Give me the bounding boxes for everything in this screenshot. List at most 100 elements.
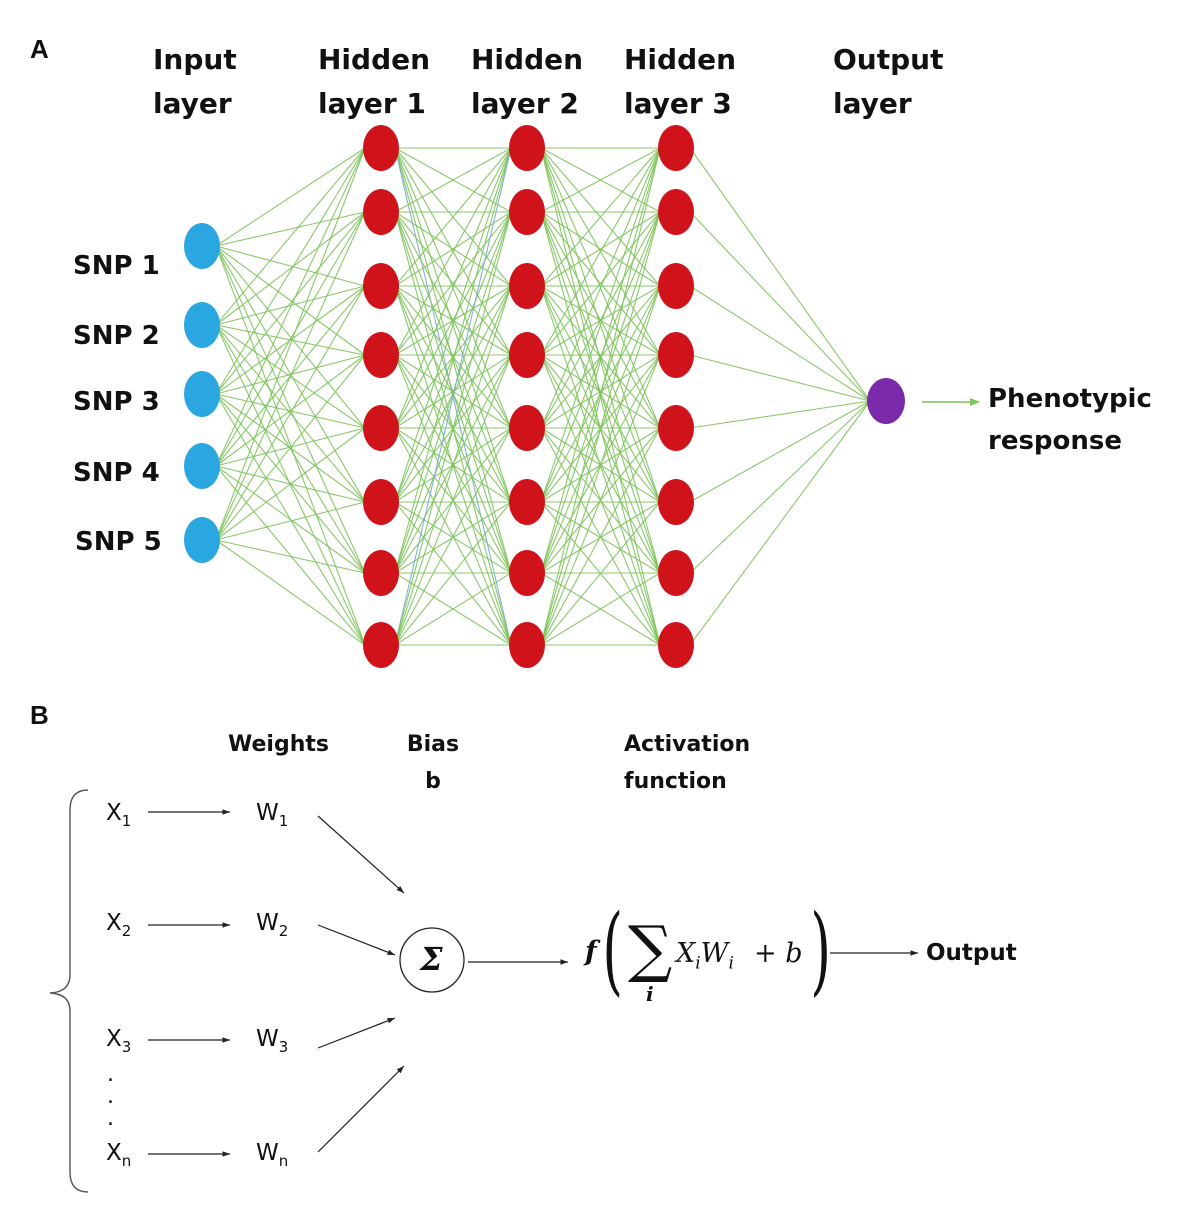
edge-0-0-6 xyxy=(215,245,366,574)
edge-1-6-0 xyxy=(394,147,512,574)
input-x2: X2 xyxy=(106,910,131,940)
edge-0-2-3 xyxy=(215,354,366,395)
edge-0-3-3 xyxy=(215,354,366,467)
x-to-w-arrow-4-head xyxy=(222,1151,230,1157)
output-arrow-head xyxy=(970,398,980,406)
weight-w1-sub: 1 xyxy=(278,812,289,830)
node-layer2-5 xyxy=(509,405,545,451)
edge-0-1-0 xyxy=(215,147,366,326)
bias-heading-line2: b xyxy=(425,769,441,794)
edge-0-4-6 xyxy=(215,539,366,574)
sum-to-activation-arrow-head xyxy=(560,959,568,965)
formula-term-w-sub: i xyxy=(728,953,734,974)
formula-open-paren: ( xyxy=(602,894,624,1006)
formula-term-x-sub: i xyxy=(695,953,701,974)
formula-big-sigma: ∑ xyxy=(628,912,673,985)
node-layer1-3 xyxy=(363,263,399,309)
weight-w2-sub: 2 xyxy=(278,922,289,940)
ellipsis-dot-2: . xyxy=(107,1084,114,1109)
weight-wn: Wn xyxy=(256,1140,288,1170)
panel-b-arrows xyxy=(49,789,918,1193)
edge-2-5-1 xyxy=(540,211,661,503)
snp-label-5: SNP 5 xyxy=(75,527,162,557)
edge-3-5-0 xyxy=(689,400,871,503)
input-layer-title-line2: layer xyxy=(153,87,232,120)
edge-3-7-0 xyxy=(689,400,871,646)
ellipsis-dot-1: . xyxy=(107,1062,114,1087)
formula-term-x: X xyxy=(676,938,696,969)
edge-0-0-1 xyxy=(215,211,366,247)
output-label: Output xyxy=(926,940,1017,966)
node-layer3-1 xyxy=(658,125,694,171)
weights-heading: Weights xyxy=(228,732,329,757)
weight-w3-sub: 3 xyxy=(278,1038,289,1056)
summation-symbol: Σ xyxy=(420,940,443,978)
edge-1-4-0 xyxy=(394,147,512,429)
edge-0-3-0 xyxy=(215,147,366,467)
edge-1-3-0 xyxy=(394,147,512,356)
node-layer3-3 xyxy=(658,263,694,309)
weight-w2-base: W xyxy=(256,910,279,936)
activation-to-output-arrow-head xyxy=(910,950,918,956)
node-layer4-1 xyxy=(867,378,905,424)
snp-label-2: SNP 2 xyxy=(73,321,160,351)
edge-3-6-0 xyxy=(689,400,871,574)
edge-2-2-1 xyxy=(540,211,661,287)
x-to-w-arrow-3-head xyxy=(222,1037,230,1043)
bias-heading-line1: Bias xyxy=(406,732,460,757)
hidden-layer-2-title-line1: Hidden xyxy=(471,43,584,76)
input-brace xyxy=(49,789,89,1193)
edge-0-1-7 xyxy=(215,324,366,646)
edge-0-2-0 xyxy=(215,147,366,395)
snp-label-4: SNP 4 xyxy=(73,458,160,488)
input-xn-sub: n xyxy=(121,1152,132,1170)
node-layer3-8 xyxy=(658,622,694,668)
edge-3-1-0 xyxy=(689,211,871,402)
weight-wn-sub: n xyxy=(278,1152,289,1170)
edge-0-1-2 xyxy=(215,285,366,326)
input-x3: X3 xyxy=(106,1026,131,1056)
edge-0-4-5 xyxy=(215,501,366,541)
output-layer-title-line1: Output xyxy=(833,43,944,76)
wn-to-sum-arrow xyxy=(317,1065,405,1153)
edge-0-4-0 xyxy=(215,147,366,541)
edge-3-2-0 xyxy=(689,285,871,402)
input-x1-sub: 1 xyxy=(121,812,132,830)
edge-2-4-1 xyxy=(540,211,661,429)
panel-a-letter: A xyxy=(30,34,49,64)
edge-0-4-2 xyxy=(215,285,366,541)
edge-2-2-0 xyxy=(540,147,661,287)
formula-index: i xyxy=(646,982,654,1006)
input-layer-title-line1: Input xyxy=(153,43,237,76)
edge-1-7-3 xyxy=(394,354,512,646)
ellipsis-dots: . . . xyxy=(107,1064,114,1130)
edge-0-3-7 xyxy=(215,465,366,646)
hidden-layer-2-title-line2: layer 2 xyxy=(471,87,579,120)
node-layer2-4 xyxy=(509,332,545,378)
node-layer3-2 xyxy=(658,189,694,235)
edge-2-7-6 xyxy=(540,572,661,646)
edge-1-7-2 xyxy=(394,285,512,646)
edge-0-0-2 xyxy=(215,245,366,287)
formula-term-w: W xyxy=(700,938,729,969)
edge-1-7-1 xyxy=(394,211,512,646)
edge-1-7-6 xyxy=(394,572,512,646)
network-nodes xyxy=(184,125,980,668)
edge-2-3-0 xyxy=(540,147,661,356)
input-x3-base: X xyxy=(106,1026,122,1052)
phenotypic-response-label: Phenotypic response xyxy=(988,378,1152,462)
weight-w3: W3 xyxy=(256,1026,288,1056)
edge-2-7-5 xyxy=(540,501,661,646)
activation-heading-line2: function xyxy=(624,769,727,794)
edge-1-2-1 xyxy=(394,211,512,287)
node-layer3-5 xyxy=(658,405,694,451)
input-x1-base: X xyxy=(106,800,122,826)
formula-term: XiWi xyxy=(676,938,734,973)
node-layer2-8 xyxy=(509,622,545,668)
weight-w1-base: W xyxy=(256,800,279,826)
edge-1-7-5 xyxy=(394,501,512,646)
edge-1-5-1 xyxy=(394,211,512,503)
edge-0-0-4 xyxy=(215,245,366,429)
edge-2-3-1 xyxy=(540,211,661,356)
